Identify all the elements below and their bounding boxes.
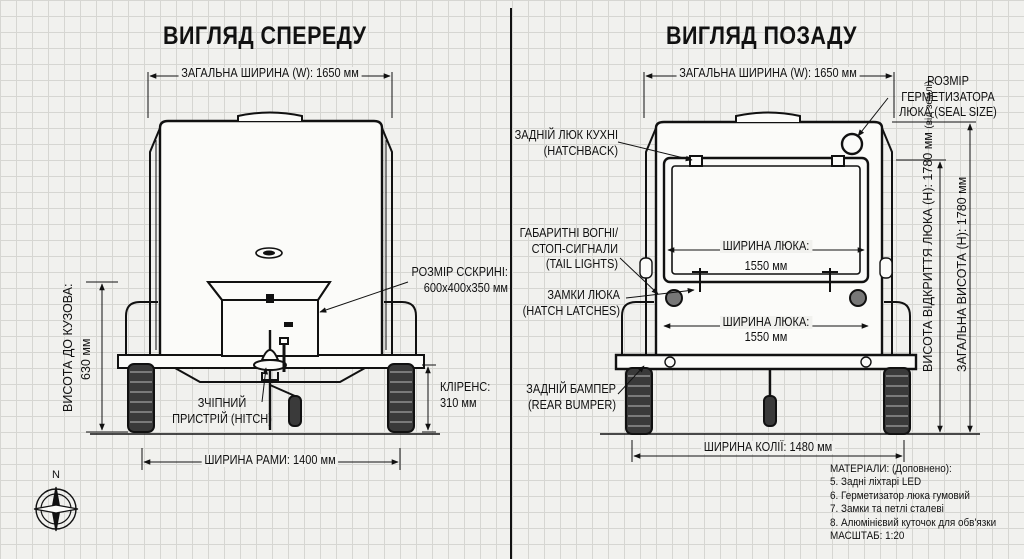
frame-width-label: ШИРИНА РАМИ: 1400 мм [201,454,339,467]
front-view-drawing [117,111,425,433]
rear-roof-vent [735,111,801,122]
materials-item: 7. Замки та петлі сталеві [830,503,944,516]
box-size-label: РОЗМІР ССКРИНІ:600х400х350 мм [411,265,508,295]
body-height-label-1: ВИСОТА ДО КУЗОВА: [61,283,75,412]
compass-north-label: N [52,469,60,481]
rear-right-wheel [883,367,911,435]
rear-view-drawing [614,111,918,435]
rear-hatch-frame [662,156,870,284]
rear-tail-light-left [665,289,683,307]
compass-rose [33,486,79,532]
materials-notes: МАТЕРІАЛИ: (Доповнено): 5. Задні ліхтарі… [830,463,996,543]
rear-bumper-label: ЗАДНІЙ БАМПЕР(REAR BUMPER) [526,382,616,412]
rear-seal-port [840,132,864,156]
front-left-wheel [127,363,155,433]
materials-item: 8. Алюмінієвий куточок для обв'язки [830,516,997,529]
materials-item: 5. Задні ліхтарі LED [830,476,922,489]
track-width-label: ШИРИНА КОЛІЇ: 1480 мм [701,441,835,454]
scale-label: МАСШТАБ: 1:20 [830,530,905,543]
body-height-label-2: 630 мм [79,338,93,380]
rear-jockey-wheel [763,395,777,427]
overall-height-label: ЗАГАЛЬНА ВИСОТА (Н): 1780 мм [955,176,969,372]
front-jockey-wheel [288,395,302,427]
front-body-left-side [149,127,161,361]
hatch-width-lower-value: 1550 мм [744,330,788,344]
materials-item: 6. Герметизатор люка гумовий [830,489,970,502]
front-view-title: ВИГЛЯД СПЕРЕДУ [163,22,367,50]
rear-latch-right [822,268,838,292]
rear-hatch-door [671,165,861,275]
rear-hinge-left [689,155,703,167]
tail-lights-label: ГАБАРИТНІ ВОГНІ/СТОП-СИГНАЛИ(TAIL LIGHTS… [519,226,618,272]
front-right-fender [384,301,417,355]
hatch-latches-label: ЗАМКИ ЛЮКА(HATCH LATCHES) [522,288,620,318]
rear-bumper [614,353,918,371]
front-roof-vent [237,111,303,121]
rear-hinge-right [831,155,845,167]
rear-view-title: ВИГЛЯД ПОЗАДУ [666,22,857,50]
rear-tail-light-right [849,289,867,307]
front-left-fender [125,301,158,355]
hatch-width-upper-label: ШИРИНА ЛЮКА: [720,240,812,253]
front-body-shell [158,119,384,362]
materials-heading: МАТЕРІАЛИ: (Доповнено): [830,463,952,475]
rear-overall-width-label: ЗАГАЛЬНА ШИРИНА (W): 1650 мм [676,67,860,80]
front-overall-width-label: ЗАГАЛЬНА ШИРИНА (W): 1650 мм [178,67,362,80]
hatch-width-upper-value: 1550 мм [744,259,788,273]
hatch-width-lower-label: ШИРИНА ЛЮКА: [720,316,812,329]
hatch-opening-height-label: ВИСОТА ВІДКРИТТЯ ЛЮКА (Н): 1780 мм (від … [921,80,935,372]
front-body-right-side [381,127,393,361]
clearance-label: КЛІРЕНС:310 мм [440,380,491,410]
hatchback-label: ЗАДНІЙ ЛЮК КУХНІ(HATCHBACK) [514,128,618,158]
front-right-wheel [387,363,415,433]
rear-latch-left [692,268,708,292]
front-storage-box [221,299,319,357]
rear-left-wheel [625,367,653,435]
